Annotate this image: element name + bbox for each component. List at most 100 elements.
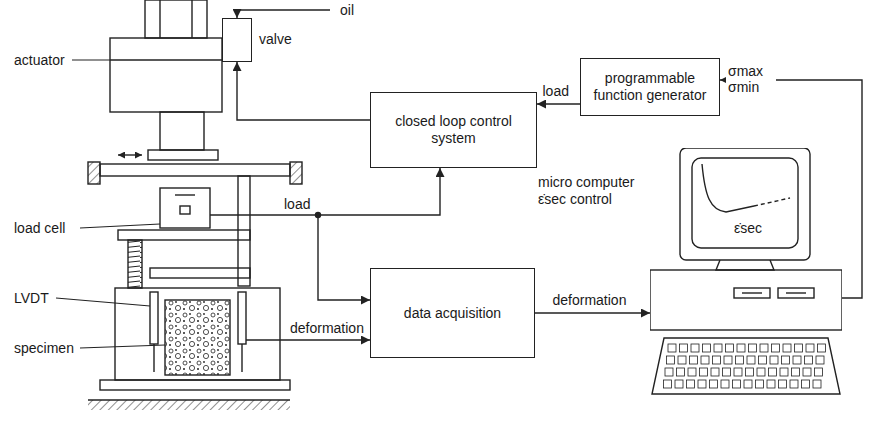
- key: [756, 380, 764, 388]
- key: [772, 344, 780, 352]
- key: [690, 356, 698, 364]
- key: [816, 356, 824, 364]
- specimen-frame: [115, 288, 280, 380]
- key: [675, 380, 683, 388]
- key: [779, 380, 787, 388]
- key: [714, 344, 722, 352]
- leader-line: [72, 59, 110, 60]
- grip-arrow: [118, 154, 142, 155]
- grip-plate: [148, 150, 218, 160]
- actuator-cylinder: [110, 38, 222, 112]
- piston-rod: [160, 112, 204, 150]
- key: [802, 380, 810, 388]
- signal-connector: [237, 62, 370, 120]
- key: [792, 368, 800, 376]
- oil-line: [237, 10, 330, 18]
- machine-frame: [191, 0, 192, 38]
- key: [680, 344, 688, 352]
- key: [757, 368, 765, 376]
- key: [736, 356, 744, 364]
- key: [691, 344, 699, 352]
- key: [664, 380, 672, 388]
- key: [813, 380, 821, 388]
- key: [769, 368, 777, 376]
- key: [744, 380, 752, 388]
- disk-drive: [778, 288, 814, 298]
- load-line: [318, 168, 440, 215]
- lvdt: [150, 292, 158, 344]
- keyboard-keys: [664, 344, 826, 388]
- key: [805, 356, 813, 364]
- leader-line: [80, 345, 165, 348]
- strain-rate-line: [754, 198, 790, 206]
- base: [100, 380, 290, 390]
- key: [782, 356, 790, 364]
- key: [749, 344, 757, 352]
- key: [710, 380, 718, 388]
- key: [733, 380, 741, 388]
- machine-frame: [159, 0, 160, 38]
- key: [678, 356, 686, 364]
- specimen: [165, 300, 230, 375]
- machine-frame: [175, 194, 195, 195]
- process-box: programmable function generator: [580, 58, 720, 116]
- key: [698, 380, 706, 388]
- fixed-support: [88, 162, 100, 184]
- load-cell: [160, 188, 210, 228]
- key: [767, 380, 775, 388]
- leader-line: [56, 60, 165, 348]
- key: [688, 368, 696, 376]
- key: [665, 368, 673, 376]
- key: [703, 344, 711, 352]
- fixed-support: [290, 162, 302, 184]
- key: [793, 356, 801, 364]
- load-line: [318, 215, 370, 300]
- keyboard: [652, 338, 840, 394]
- node-text: data acquisition: [404, 305, 501, 322]
- key: [790, 380, 798, 388]
- key: [734, 368, 742, 376]
- leader-line: [56, 298, 150, 306]
- key: [711, 368, 719, 376]
- signal-connector: [720, 80, 862, 298]
- node-text: valve: [259, 31, 292, 48]
- node-text: closed loop control system: [379, 113, 528, 147]
- key: [818, 344, 826, 352]
- junction-dot: [316, 213, 321, 218]
- machine-frame: [88, 0, 302, 410]
- key: [803, 368, 811, 376]
- key: [760, 344, 768, 352]
- process-box: closed loop control system: [370, 92, 537, 168]
- key: [713, 356, 721, 364]
- part-label: specimen: [12, 340, 76, 356]
- oil-label: oil: [338, 2, 356, 18]
- key: [770, 356, 778, 364]
- machine-frame: [153, 344, 154, 372]
- process-box: data acquisition: [370, 268, 535, 358]
- strain-curve: [702, 164, 754, 212]
- disk-slot: [742, 292, 762, 293]
- key: [747, 356, 755, 364]
- disk-slot: [786, 292, 806, 293]
- upper-rod: [145, 0, 207, 38]
- key: [668, 344, 676, 352]
- signal-connector: [535, 312, 650, 313]
- part-label: load cell: [12, 220, 67, 236]
- key: [815, 368, 823, 376]
- load-line: [210, 214, 318, 215]
- machine-frame: [180, 206, 190, 214]
- valve-box: valve: [222, 18, 252, 62]
- deformation-line: [246, 339, 370, 340]
- plate: [118, 230, 250, 240]
- part-label: LVDT: [12, 290, 51, 306]
- key: [737, 344, 745, 352]
- key: [780, 368, 788, 376]
- key: [701, 356, 709, 364]
- key: [724, 356, 732, 364]
- screen: [692, 158, 798, 248]
- computer-node: micro computer ε̇sec controlε̇sec: [650, 148, 842, 398]
- signal-label: deformation: [551, 292, 629, 308]
- crosshead: [100, 164, 290, 176]
- key: [721, 380, 729, 388]
